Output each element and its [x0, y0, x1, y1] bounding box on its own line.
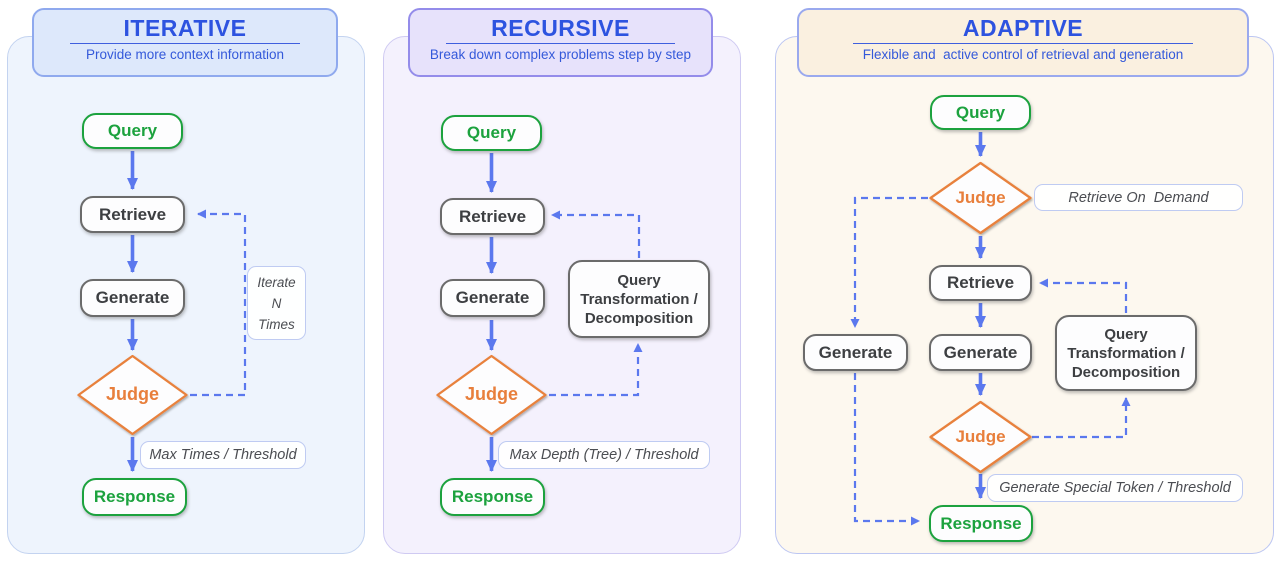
ad-node-retrieve: Retrieve — [929, 265, 1032, 301]
ad-node-generate: Generate — [929, 334, 1032, 371]
re-node-query: Query — [441, 115, 542, 151]
re-node-response: Response — [440, 478, 545, 516]
panel-iterative-title: ITERATIVE — [123, 15, 247, 41]
title-underline — [852, 43, 1194, 44]
panel-recursive-title: RECURSIVE — [491, 15, 630, 41]
ad-node-generate-direct: Generate — [803, 334, 908, 371]
panel-adaptive-subtitle: Flexible and active control of retrieval… — [862, 47, 1184, 62]
it-node-generate: Generate — [80, 279, 185, 317]
re-node-query-transformation: Query Transformation / Decomposition — [568, 260, 710, 338]
it-note-iterate-n-times: Iterate N Times — [247, 266, 306, 340]
ad-node-response: Response — [929, 505, 1033, 542]
title-underline — [70, 43, 300, 44]
ad-node-judge1-label: Judge — [955, 188, 1006, 207]
ad-node-judge2-label: Judge — [955, 427, 1006, 446]
it-note-max-times-threshold: Max Times / Threshold — [140, 441, 306, 469]
re-node-generate: Generate — [440, 279, 545, 317]
re-node-judge-label: Judge — [464, 384, 518, 404]
title-underline — [446, 43, 675, 44]
ad-note-special-token-threshold: Generate Special Token / Threshold — [987, 474, 1243, 502]
it-node-response: Response — [82, 478, 187, 516]
panel-adaptive-header: ADAPTIVE Flexible and active control of … — [797, 8, 1249, 77]
it-node-judge-label: Judge — [105, 384, 159, 404]
panel-iterative-subtitle: Provide more context information — [85, 47, 285, 62]
panel-recursive-subtitle: Break down complex problems step by step — [429, 47, 692, 62]
panel-iterative — [7, 36, 365, 554]
panel-recursive-header: RECURSIVE Break down complex problems st… — [408, 8, 713, 77]
it-node-query: Query — [82, 113, 183, 149]
it-node-retrieve: Retrieve — [80, 196, 185, 233]
re-note-max-depth-threshold: Max Depth (Tree) / Threshold — [498, 441, 710, 469]
re-node-retrieve: Retrieve — [440, 198, 545, 235]
panel-iterative-header: ITERATIVE Provide more context informati… — [32, 8, 338, 77]
ad-note-retrieve-on-demand: Retrieve On Demand — [1034, 184, 1243, 211]
panel-adaptive-title: ADAPTIVE — [962, 15, 1084, 41]
ad-node-query: Query — [930, 95, 1031, 130]
ad-node-query-transformation: Query Transformation / Decomposition — [1055, 315, 1197, 391]
